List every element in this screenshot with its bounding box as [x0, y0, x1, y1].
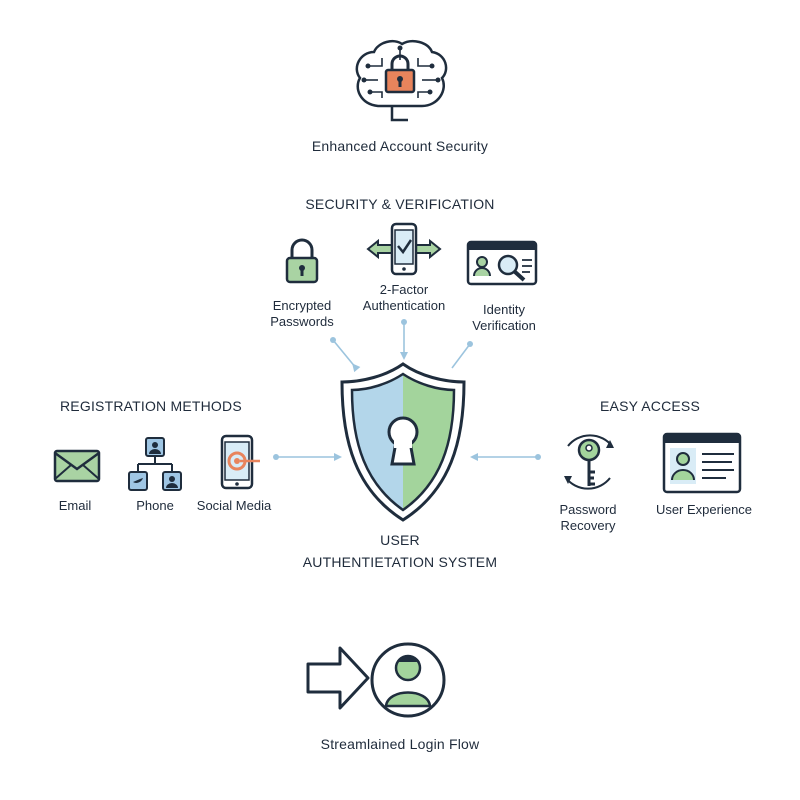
- security-item-label: 2-Factor Authentication: [362, 282, 446, 313]
- center-title-line2: AUTHENTIЕTATION SYSTEM: [302, 554, 498, 570]
- user-login-arrow-icon: [306, 640, 446, 720]
- contacts-network-icon: [128, 436, 182, 492]
- smartphone-social-icon: [220, 434, 264, 490]
- security-item-label: Encrypted Passwords: [270, 298, 334, 329]
- key-refresh-icon: [554, 428, 624, 494]
- registration-heading: REGISTRATION METHODS: [60, 398, 242, 414]
- envelope-icon: [53, 449, 101, 483]
- security-item-label: Identity Verification: [472, 302, 536, 333]
- brain-lock-icon: [348, 36, 452, 126]
- access-item-label: Password Recovery: [559, 502, 617, 533]
- profile-window-icon: [662, 432, 742, 494]
- bottom-title: Streamlained Login Flow: [320, 736, 480, 752]
- registration-item-label: Phone: [136, 498, 174, 513]
- access-heading: EASY ACCESS: [600, 398, 700, 414]
- shield-keyhole-icon: [338, 362, 468, 522]
- main-title: Enhanced Account Security: [311, 138, 489, 154]
- access-item-label: User Experience: [655, 502, 753, 517]
- registration-item-label: Social Media: [196, 498, 272, 513]
- center-title-line1: USER: [380, 532, 420, 548]
- security-heading: SECURITY & VERIFICATION: [305, 196, 495, 212]
- id-card-magnifier-icon: [466, 240, 538, 288]
- phone-verification-icon: [366, 222, 442, 276]
- padlock-icon: [284, 236, 320, 284]
- registration-item-label: Email: [58, 498, 92, 513]
